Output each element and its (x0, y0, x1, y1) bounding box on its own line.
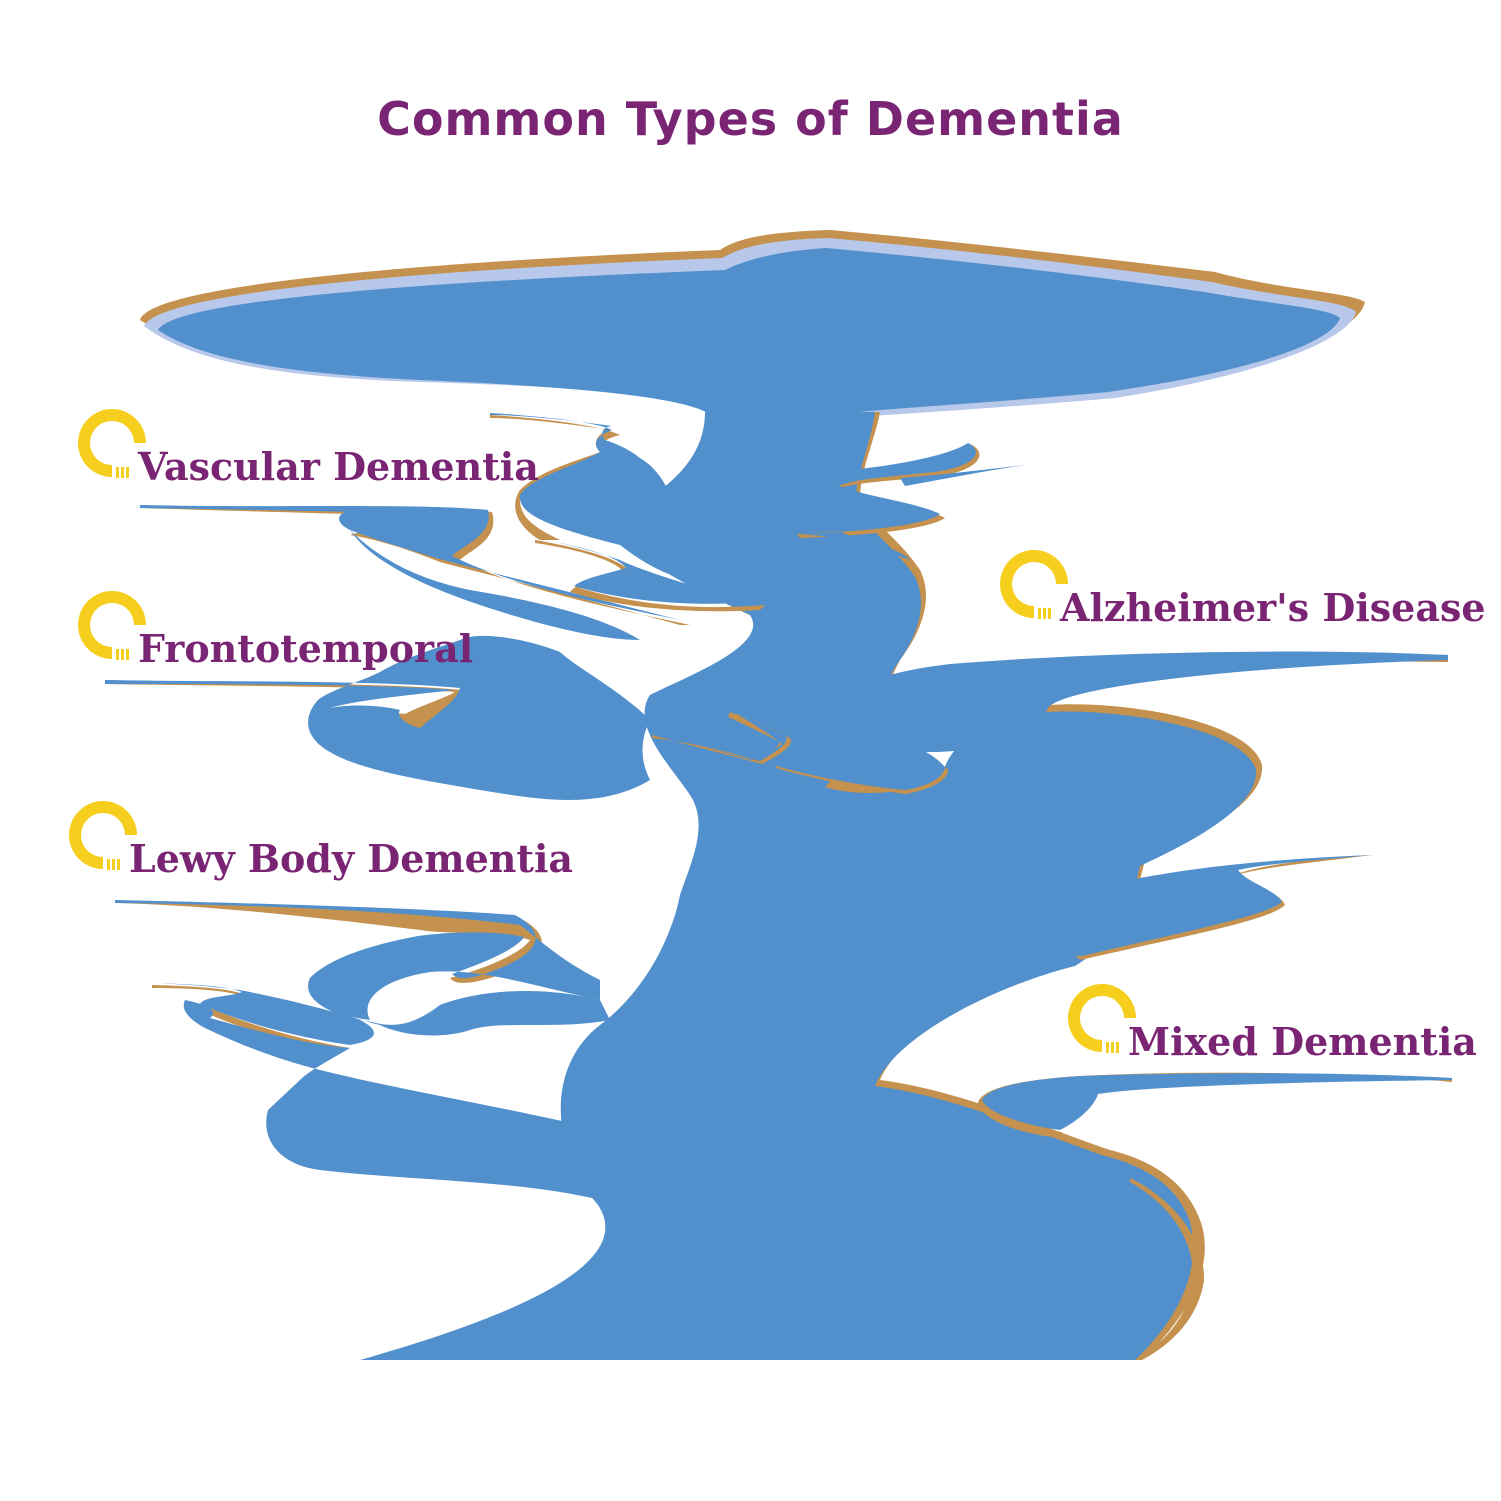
label-text: Lewy Body Dementia (129, 836, 574, 881)
main-river-water (360, 412, 1257, 1360)
label-text: Vascular Dementia (138, 444, 539, 489)
label-vascular-dementia: Vascular Dementia (72, 405, 539, 489)
label-frontotemporal: Frontotemporal (72, 587, 473, 671)
frontotemporal-tributary (105, 635, 650, 800)
label-mixed-dementia: Mixed Dementia (1062, 980, 1477, 1064)
alzheimers-tributary (847, 651, 1448, 752)
middle-inner-branches (652, 676, 949, 794)
yellow-c-ring-icon (1000, 550, 1068, 619)
upper-left-branch (490, 413, 705, 585)
yellow-c-ring-icon (69, 801, 137, 870)
page-title: Common Types of Dementia (377, 92, 1124, 146)
mixed-tributary (978, 1072, 1452, 1138)
lake-water (158, 248, 1340, 416)
lewy-tributary (115, 900, 610, 1036)
vascular-tributary (140, 505, 690, 640)
label-lewy-body-dementia: Lewy Body Dementia (63, 797, 573, 881)
yellow-c-ring-icon (78, 591, 146, 660)
label-text: Frontotemporal (138, 626, 474, 671)
lake (140, 230, 1365, 416)
lower-right-bank (1130, 1178, 1205, 1360)
label-text: Alzheimer's Disease (1060, 585, 1486, 630)
lower-left-tributary (152, 983, 601, 1200)
yellow-c-ring-icon (1068, 984, 1136, 1053)
inner-left-branch (535, 538, 765, 612)
lower-right-tributary (1076, 855, 1372, 960)
main-river (360, 412, 1263, 1360)
label-alzheimers-disease: Alzheimer's Disease (994, 546, 1486, 630)
yellow-c-ring-icon (78, 409, 146, 478)
upper-right-tributary (715, 443, 1026, 560)
label-text: Mixed Dementia (1128, 1019, 1477, 1064)
